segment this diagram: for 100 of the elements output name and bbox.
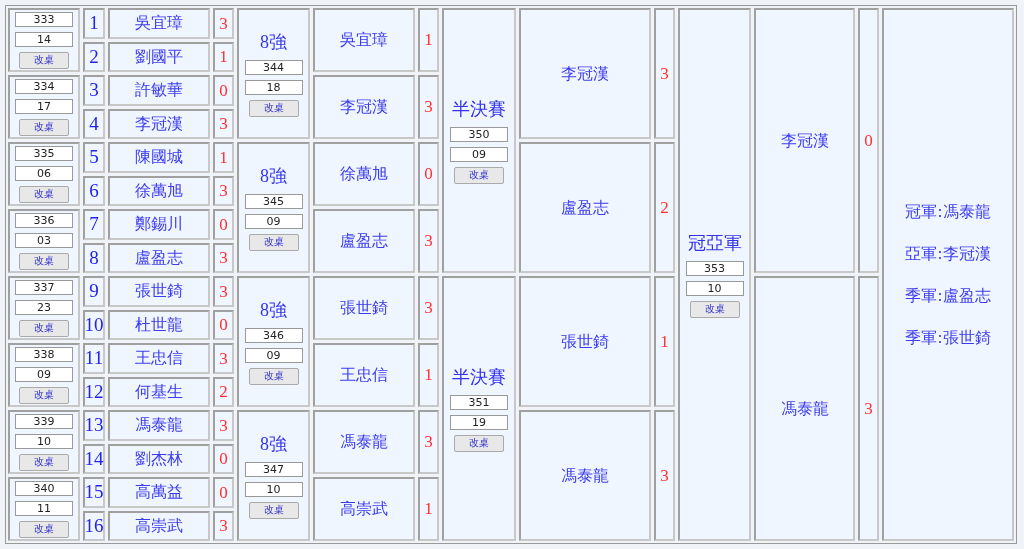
seed-number-cell: 5 — [83, 142, 105, 173]
score-cell: 1 — [418, 477, 439, 541]
score-cell: 3 — [213, 8, 234, 39]
match-control-cell — [8, 343, 80, 407]
score-cell: 0 — [213, 75, 234, 106]
change-table-button: 改桌 — [248, 501, 299, 519]
table-number-field: 17 — [15, 98, 73, 114]
seed-number-cell: 7 — [83, 209, 105, 240]
table-number-field: 350 — [450, 126, 508, 142]
player-name-cell: 王忠信 — [313, 343, 415, 407]
score-cell: 3 — [654, 410, 675, 541]
seed-number-cell: 1 — [83, 8, 105, 39]
table-number-field: 09 — [244, 213, 303, 229]
score-cell: 3 — [213, 108, 234, 139]
score-cell: 3 — [213, 510, 234, 541]
score-cell: 1 — [418, 8, 439, 72]
player-name-cell: 鄭錫川 — [108, 209, 210, 240]
change-table-button: 改桌 — [248, 99, 299, 117]
match-control-cell — [8, 75, 80, 139]
round-title: 8強 — [260, 298, 287, 321]
table-number-field: 19 — [450, 414, 508, 430]
score-cell: 0 — [213, 309, 234, 340]
score-cell: 3 — [418, 276, 439, 340]
seed-number-cell: 13 — [83, 410, 105, 441]
match-control-cell — [237, 142, 310, 273]
seed-number-cell: 4 — [83, 108, 105, 139]
player-name-cell: 吳宜璋 — [313, 8, 415, 72]
change-table-button: 改桌 — [19, 520, 69, 538]
table-number-field: 334 — [15, 78, 73, 94]
table-number-field: 333 — [15, 11, 73, 27]
change-table-button: 改桌 — [19, 252, 69, 270]
round-title: 8強 — [260, 164, 287, 187]
change-table-button: 改桌 — [19, 118, 69, 136]
round-title: 冠亞軍 — [687, 231, 742, 254]
table-number-field: 06 — [15, 165, 73, 181]
seed-number-cell: 11 — [83, 343, 105, 374]
player-name-cell: 馮泰龍 — [754, 276, 855, 541]
match-control-cell — [8, 209, 80, 273]
player-name-cell: 陳國城 — [108, 142, 210, 173]
match-control-cell — [678, 8, 751, 541]
seed-number-cell: 8 — [83, 242, 105, 273]
player-name-cell: 李冠漢 — [519, 8, 651, 139]
player-name-cell: 徐萬旭 — [108, 175, 210, 206]
table-number-field: 346 — [244, 327, 303, 343]
table-number-field: 335 — [15, 145, 73, 161]
result-cell — [882, 8, 1014, 541]
score-cell: 3 — [213, 276, 234, 307]
table-number-field: 338 — [15, 346, 73, 362]
match-control-cell — [442, 276, 516, 541]
player-name-cell: 盧盈志 — [313, 209, 415, 273]
match-control-cell — [8, 410, 80, 474]
score-cell: 2 — [213, 376, 234, 407]
player-name-cell: 馮泰龍 — [313, 410, 415, 474]
change-table-button: 改桌 — [454, 434, 504, 452]
player-name-cell: 高萬益 — [108, 477, 210, 508]
player-name-cell: 高崇武 — [313, 477, 415, 541]
change-table-button: 改桌 — [19, 185, 69, 203]
match-control-cell — [237, 410, 310, 541]
score-cell: 0 — [418, 142, 439, 206]
player-name-cell: 杜世龍 — [108, 309, 210, 340]
score-cell: 1 — [213, 41, 234, 72]
player-name-cell: 高崇武 — [108, 510, 210, 541]
player-name-cell: 劉國平 — [108, 41, 210, 72]
round-title: 8強 — [260, 432, 287, 455]
match-control-cell — [442, 8, 516, 273]
table-number-field: 336 — [15, 212, 73, 228]
table-number-field: 03 — [15, 232, 73, 248]
player-name-cell: 張世錡 — [519, 276, 651, 407]
round-title: 半決賽 — [452, 97, 506, 120]
player-name-cell: 何基生 — [108, 376, 210, 407]
change-table-button: 改桌 — [689, 300, 740, 318]
result-text: 季軍:盧盈志 — [905, 285, 991, 306]
score-cell: 3 — [418, 410, 439, 474]
table-number-field: 14 — [15, 31, 73, 47]
table-number-field: 10 — [15, 433, 73, 449]
table-number-field: 11 — [15, 500, 73, 516]
table-number-field: 345 — [244, 193, 303, 209]
score-cell: 1 — [418, 343, 439, 407]
score-cell: 1 — [654, 276, 675, 407]
score-cell: 1 — [213, 142, 234, 173]
score-cell: 3 — [213, 175, 234, 206]
player-name-cell: 徐萬旭 — [313, 142, 415, 206]
player-name-cell: 盧盈志 — [519, 142, 651, 273]
change-table-button: 改桌 — [19, 453, 69, 471]
match-control-cell — [8, 477, 80, 541]
score-cell: 3 — [418, 75, 439, 139]
table-number-field: 351 — [450, 394, 508, 410]
match-control-cell — [237, 276, 310, 407]
seed-number-cell: 3 — [83, 75, 105, 106]
score-cell: 3 — [858, 276, 879, 541]
table-number-field: 10 — [244, 481, 303, 497]
match-control-cell — [8, 142, 80, 206]
change-table-button: 改桌 — [19, 51, 69, 69]
score-cell: 3 — [213, 410, 234, 441]
player-name-cell: 馮泰龍 — [108, 410, 210, 441]
seed-number-cell: 14 — [83, 443, 105, 474]
table-number-field: 18 — [244, 79, 303, 95]
score-cell: 3 — [418, 209, 439, 273]
change-table-button: 改桌 — [19, 319, 69, 337]
table-number-field: 09 — [244, 347, 303, 363]
